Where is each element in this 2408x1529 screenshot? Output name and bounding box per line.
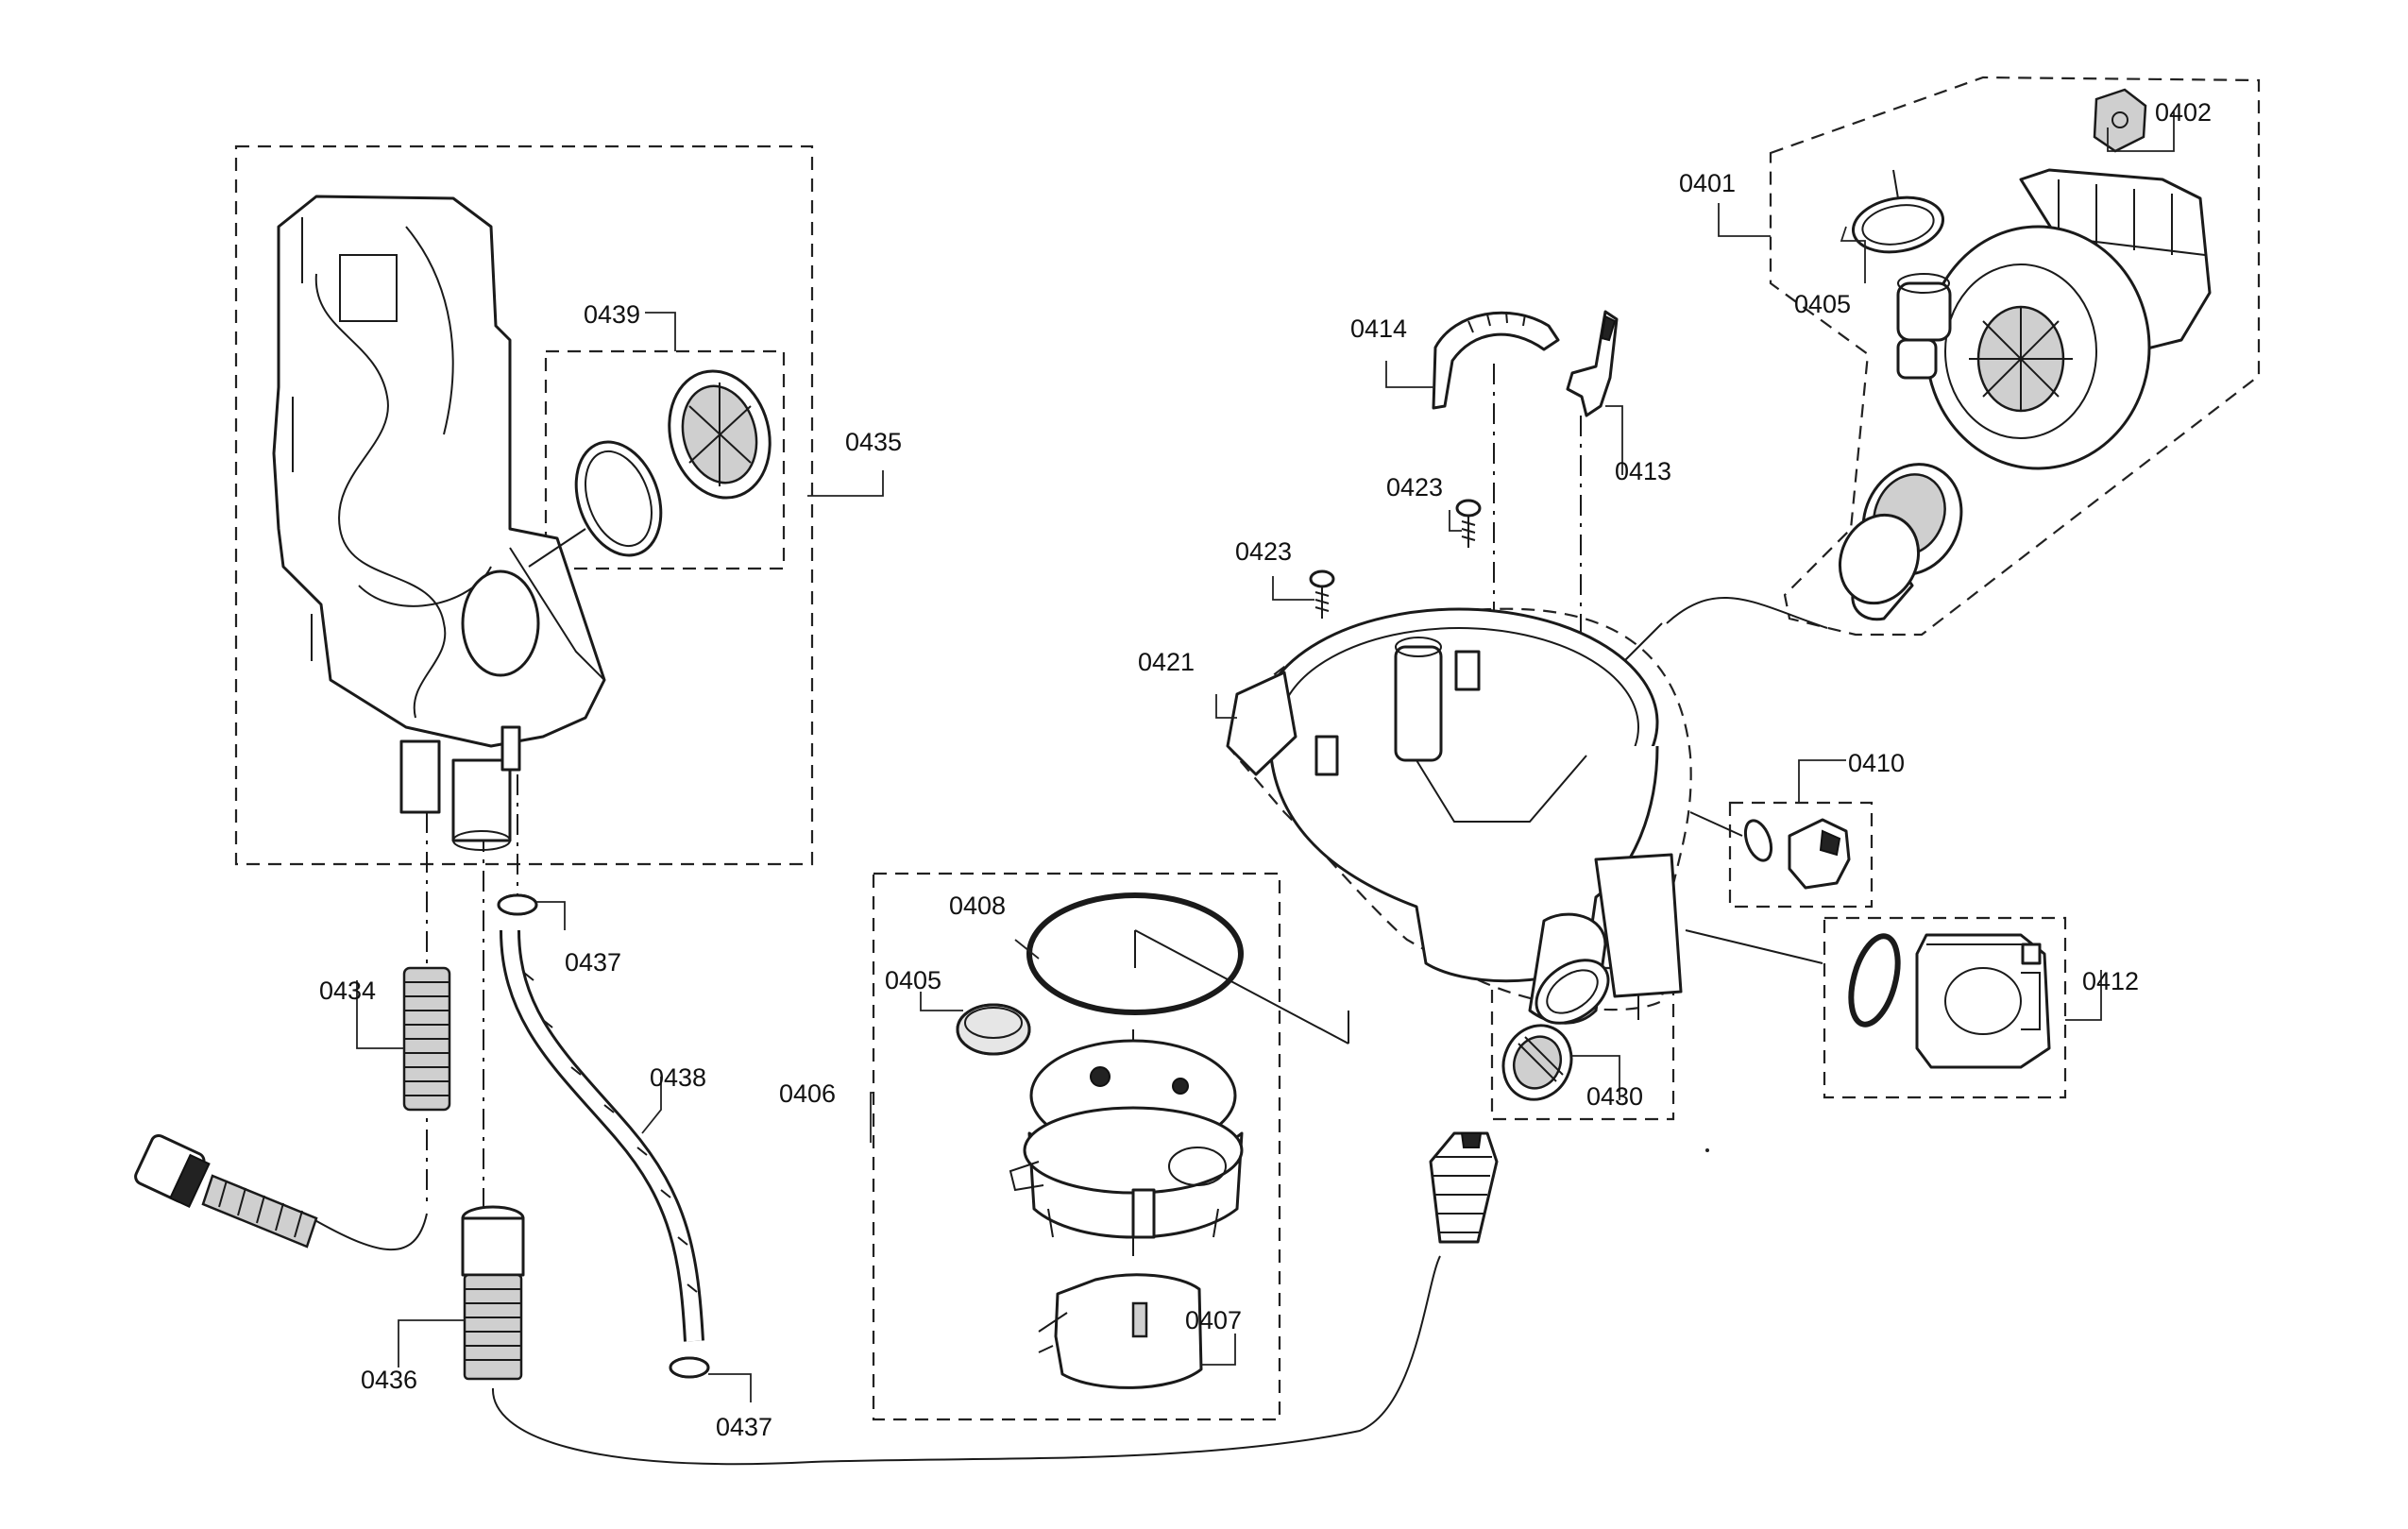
label-0407: 0407 xyxy=(1185,1306,1242,1334)
label-0401: 0401 xyxy=(1679,169,1736,197)
corrugated-hose-0434 xyxy=(402,966,451,1112)
label-0423-top: 0423 xyxy=(1386,473,1443,501)
box-0439-cap xyxy=(544,349,786,570)
label-0406: 0406 xyxy=(779,1079,836,1108)
label-0402: 0402 xyxy=(2155,98,2212,127)
label-0423-bottom: 0423 xyxy=(1235,537,1292,566)
stray-dot xyxy=(1705,1148,1709,1152)
part-labels: 0401 0402 0405 0405 0406 0407 0408 0410 … xyxy=(319,98,2212,1441)
box-0410-valve xyxy=(1728,801,1874,909)
heat-pump-0401 xyxy=(1838,168,2212,621)
clip-0402 xyxy=(2093,88,2147,153)
clip-0414 xyxy=(1432,311,1560,410)
label-0436: 0436 xyxy=(361,1366,417,1394)
clamp-0405-left xyxy=(956,1003,1031,1056)
latch-0413 xyxy=(1566,310,1619,417)
filter-0430 xyxy=(1501,1024,1573,1101)
drain-hose-0436 xyxy=(461,1205,525,1381)
valve-0410 xyxy=(1743,818,1851,890)
hose-fitting xyxy=(1429,1131,1499,1244)
label-0412: 0412 xyxy=(2082,967,2139,995)
label-0410: 0410 xyxy=(1848,749,1905,777)
hose-connector xyxy=(134,1133,318,1249)
box-0435-water-softener xyxy=(234,144,814,866)
label-0405-left: 0405 xyxy=(885,966,941,994)
label-0413: 0413 xyxy=(1615,457,1671,485)
softener-cap xyxy=(528,369,772,568)
label-0421: 0421 xyxy=(1138,648,1195,676)
label-0439: 0439 xyxy=(584,300,640,329)
label-0430: 0430 xyxy=(1586,1082,1643,1111)
hose-0438 xyxy=(497,893,710,1379)
box-0406-sump-base xyxy=(872,872,1281,1421)
label-0434: 0434 xyxy=(319,977,376,1005)
label-0414: 0414 xyxy=(1350,314,1407,343)
clamps-0437 xyxy=(497,893,710,1379)
sump-base-assembly xyxy=(956,892,1244,1389)
label-0435: 0435 xyxy=(845,428,902,456)
label-0408: 0408 xyxy=(949,892,1006,920)
sump-0421 xyxy=(1226,607,1683,1025)
drain-pump-0412 xyxy=(1848,933,2051,1069)
label-0438: 0438 xyxy=(650,1063,706,1092)
label-0437-top: 0437 xyxy=(565,948,621,977)
box-0412-drain-pump xyxy=(1823,916,2067,1099)
label-0405-right: 0405 xyxy=(1794,290,1851,318)
water-softener-housing xyxy=(272,195,606,851)
screws-0423 xyxy=(1309,499,1482,619)
label-0437-bottom: 0437 xyxy=(716,1413,772,1441)
leader-lines xyxy=(356,111,2175,1402)
